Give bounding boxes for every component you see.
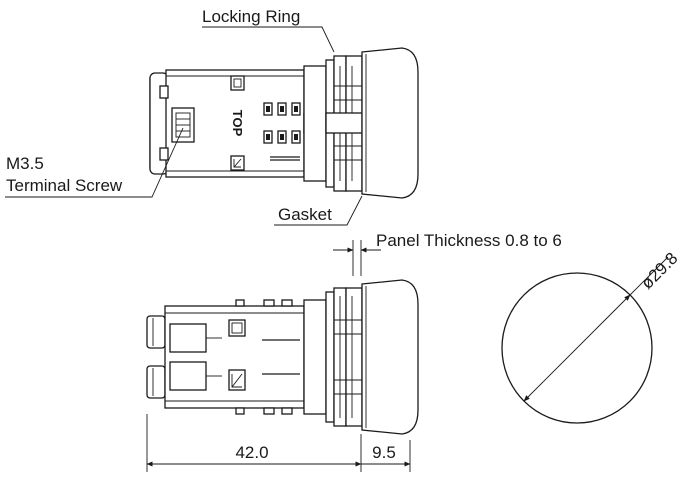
locking-ring-leader [202, 26, 335, 53]
gasket-label: Gasket [278, 205, 332, 224]
body-length-dimension: 42.0 [235, 443, 268, 462]
panel-thickness-dimension [333, 240, 381, 276]
locking-ring-label: Locking Ring [202, 7, 300, 26]
side-locking-ring [325, 291, 335, 423]
top-latch-window-upper [230, 75, 245, 91]
top-marking: TOP [230, 110, 245, 137]
terminal-screw-leader [5, 127, 184, 198]
terminal-screw-label-line2: Terminal Screw [6, 176, 123, 195]
side-latch-window-upper [228, 319, 246, 337]
top-view: TOP [149, 47, 419, 199]
side-terminal-block-upper [146, 315, 166, 349]
cutout-diameter-dimension: ø29.8 [637, 249, 681, 293]
top-mount-collar [303, 65, 327, 182]
diameter-line [523, 294, 631, 402]
length-dimensions [146, 414, 411, 472]
top-contact-grid [263, 102, 301, 144]
side-terminal-block-lower [146, 365, 166, 399]
side-mount-collar [303, 299, 327, 415]
terminal-screw-label-line1: M3.5 [6, 154, 44, 173]
cutout-circle [501, 272, 653, 424]
top-view-leaders [5, 26, 363, 226]
side-inner-block-upper [169, 323, 207, 353]
side-view [146, 279, 419, 435]
top-lens-head [361, 47, 419, 199]
panel-cutout [501, 256, 669, 424]
gasket-leader [274, 195, 363, 226]
panel-thickness-label: Panel Thickness 0.8 to 6 [376, 231, 562, 250]
side-gasket-section [345, 287, 363, 427]
side-lens-head [361, 279, 419, 435]
side-inner-block-lower [169, 361, 207, 391]
head-length-dimension: 9.5 [372, 443, 396, 462]
